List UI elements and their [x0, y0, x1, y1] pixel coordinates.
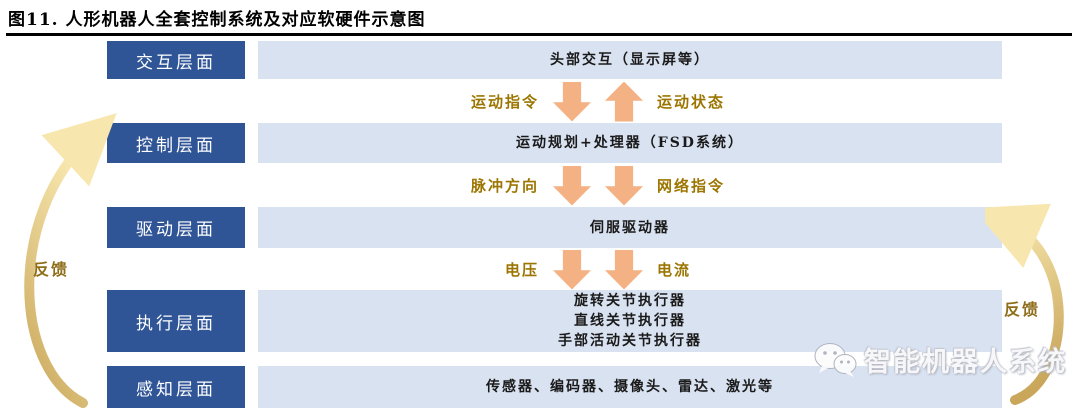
layer-bar-perception: 传感器、编码器、摄像头、雷达、激光等 — [258, 366, 1002, 408]
layer-content-line: 头部交互（显示屏等） — [550, 52, 710, 68]
layer-content-line: 手部活动关节执行器 — [558, 333, 702, 349]
layer-label-perception: 感知层面 — [107, 366, 245, 408]
layer-content-line: 旋转关节执行器 — [574, 293, 686, 309]
layer-label-text: 执行层面 — [136, 313, 216, 334]
arrow-down-icon — [553, 249, 591, 290]
arrow-down-icon — [605, 249, 643, 290]
layer-label-control: 控制层面 — [107, 123, 245, 163]
title-underline — [6, 33, 1072, 36]
flow-left-label: 脉冲方向 — [470, 177, 539, 195]
feedback-label-right: 反馈 — [1004, 300, 1041, 319]
layer-label-text: 驱动层面 — [136, 220, 216, 240]
arrow-down-icon — [553, 81, 591, 122]
flow-right-label: 运动状态 — [657, 93, 726, 111]
flow-interaction-control: 运动指令 运动状态 — [226, 80, 970, 123]
layer-label-text: 控制层面 — [136, 135, 216, 156]
watermark: 智能机器人系统 — [812, 340, 1067, 379]
layer-label-execution: 执行层面 — [107, 290, 245, 352]
flow-right-label: 网络指令 — [657, 177, 726, 195]
layer-bar-drive: 伺服驱动器 — [258, 207, 1002, 248]
layer-label-drive: 驱动层面 — [107, 207, 245, 248]
arrow-down-icon — [553, 165, 591, 206]
layer-label-interaction: 交互层面 — [107, 41, 245, 79]
flow-control-drive: 脉冲方向 网络指令 — [226, 164, 970, 207]
layer-bar-execution: 旋转关节执行器 直线关节执行器 手部活动关节执行器 — [258, 290, 1002, 352]
figure-title: 图11. 人形机器人全套控制系统及对应软硬件示意图 — [8, 10, 426, 30]
layer-label-text: 交互层面 — [136, 52, 216, 73]
layer-content-line: 传感器、编码器、摄像头、雷达、激光等 — [486, 379, 774, 395]
arrow-up-icon — [605, 81, 643, 122]
feedback-label-left: 反馈 — [33, 260, 70, 279]
wechat-icon — [814, 342, 857, 377]
watermark-text: 智能机器人系统 — [864, 347, 1067, 378]
flow-right-label: 电流 — [657, 261, 692, 279]
layer-bar-control: 运动规划+处理器（FSD系统） — [258, 123, 1002, 163]
layer-content-line: 伺服驱动器 — [590, 219, 670, 236]
layer-content-line: 运动规划+处理器（FSD系统） — [516, 135, 744, 151]
flow-drive-execution: 电压 电流 — [226, 248, 970, 291]
layer-content-line: 直线关节执行器 — [574, 313, 686, 329]
flow-left-label: 运动指令 — [470, 93, 539, 111]
layer-label-text: 感知层面 — [136, 379, 216, 400]
arrow-down-icon — [605, 165, 643, 206]
layer-bar-interaction: 头部交互（显示屏等） — [258, 41, 1002, 79]
flow-left-label: 电压 — [504, 261, 539, 279]
